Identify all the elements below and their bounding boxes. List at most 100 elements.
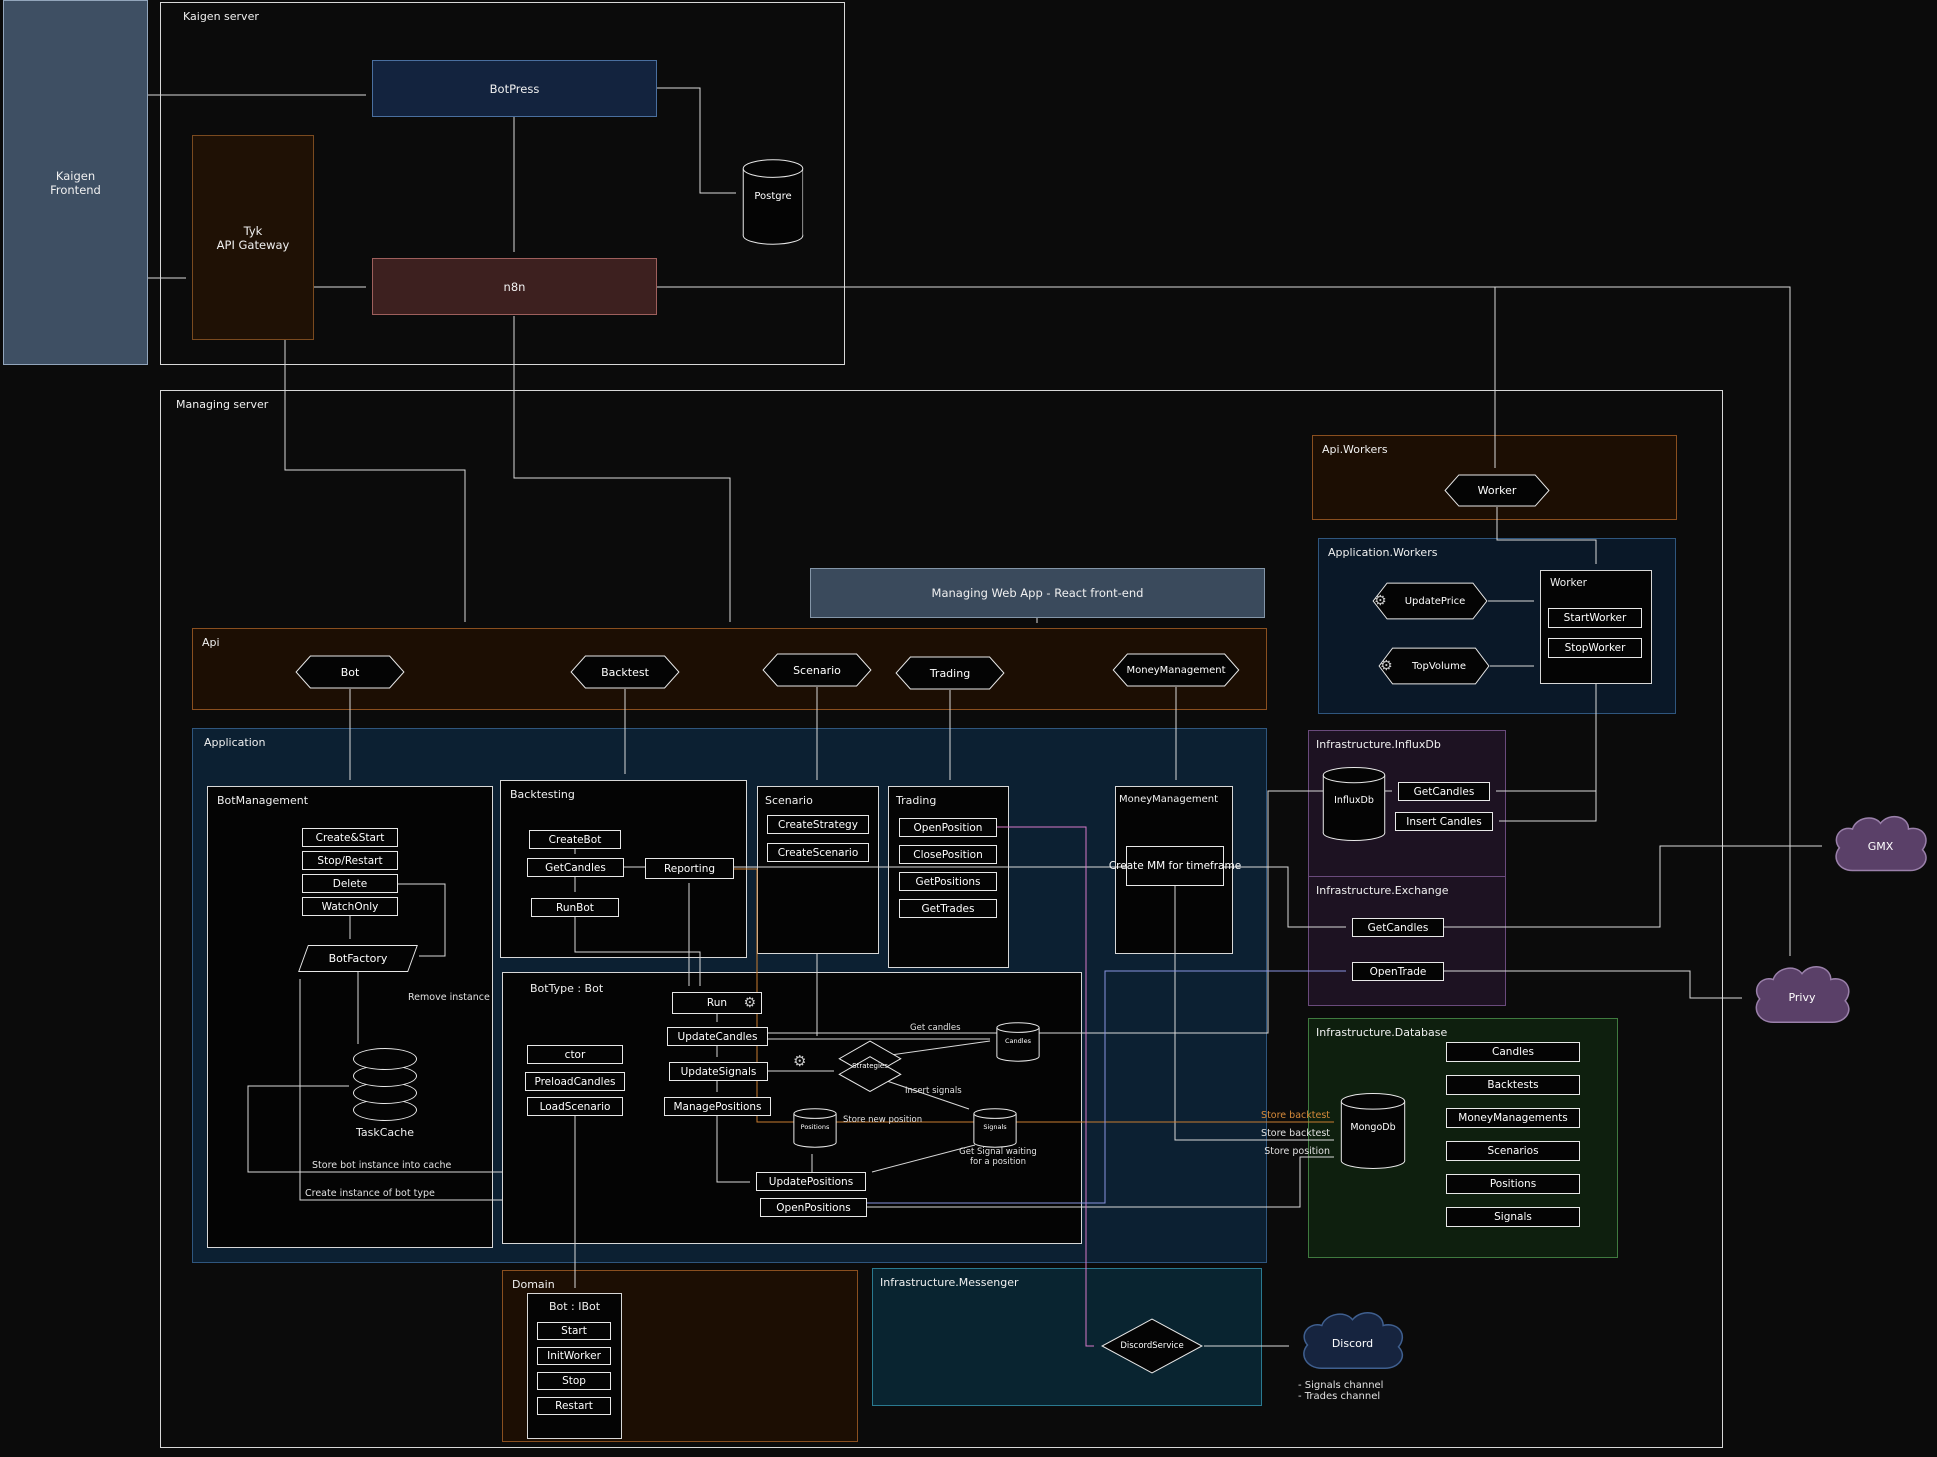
bot-factory-label: BotFactory <box>328 952 388 965</box>
top-volume-label: TopVolume <box>1411 660 1467 672</box>
application-label: Application <box>204 736 266 749</box>
bot-ibot-label: Bot : IBot <box>548 1300 601 1313</box>
kaigen-server-container <box>160 2 845 365</box>
api-scenario-hexagon[interactable]: Scenario <box>762 653 872 687</box>
create-mm-button[interactable]: Create MM for timeframe <box>1109 846 1241 886</box>
privy-label: Privy <box>1788 990 1816 1004</box>
gmx-cloud[interactable]: GMX <box>1828 812 1933 880</box>
create-strategy-button[interactable]: CreateStrategy <box>767 815 869 834</box>
hexagon-shape <box>570 655 680 689</box>
managing-web-app-node[interactable]: Managing Web App - React front-end <box>810 568 1265 618</box>
get-candles-note: Get candles <box>910 1023 961 1033</box>
mongodb-node[interactable]: MongoDb <box>1340 1092 1406 1170</box>
postgre-db-node[interactable]: Postgre <box>742 158 804 246</box>
run-bot-button[interactable]: RunBot <box>531 898 619 917</box>
candles-store-node[interactable]: Candles <box>996 1022 1040 1062</box>
db-positions-button[interactable]: Positions <box>1446 1174 1580 1194</box>
hexagon-shape <box>1444 474 1550 507</box>
infra-database-label: Infrastructure.Database <box>1316 1026 1448 1039</box>
ibot-restart-button[interactable]: Restart <box>537 1397 611 1415</box>
reporting-button[interactable]: Reporting <box>645 858 734 879</box>
ibot-init-worker-button[interactable]: InitWorker <box>537 1347 611 1365</box>
hexagon-shape <box>1372 582 1488 620</box>
api-worker-hexagon[interactable]: Worker <box>1444 474 1550 507</box>
exchange-open-trade-button[interactable]: OpenTrade <box>1352 962 1444 981</box>
strategies-node[interactable]: Strategies <box>838 1040 902 1092</box>
positions-store-label: Positions <box>800 1123 830 1132</box>
ibot-stop-button[interactable]: Stop <box>537 1372 611 1390</box>
open-positions-button[interactable]: OpenPositions <box>760 1198 867 1217</box>
cylinder-shape <box>973 1108 1017 1148</box>
api-moneymanagement-hexagon[interactable]: MoneyManagement <box>1112 653 1240 687</box>
discord-channels-note: - Signals channel - Trades channel <box>1298 1380 1384 1402</box>
infra-messenger-label: Infrastructure.Messenger <box>880 1276 1019 1289</box>
create-start-button[interactable]: Create&Start <box>302 828 398 847</box>
stop-restart-button[interactable]: Stop/Restart <box>302 851 398 870</box>
task-cache-label: TaskCache <box>356 1126 414 1139</box>
influxdb-node[interactable]: InfluxDb <box>1322 766 1386 842</box>
get-signal-note: Get Signal waiting for a position <box>959 1147 1037 1167</box>
api-backtest-label: Backtest <box>601 665 649 679</box>
bot-factory-node[interactable]: BotFactory <box>298 945 418 972</box>
diamond-shape <box>838 1040 902 1092</box>
manage-positions-button[interactable]: ManagePositions <box>664 1097 771 1116</box>
watch-only-button[interactable]: WatchOnly <box>302 897 398 916</box>
signals-store-node[interactable]: Signals <box>973 1108 1017 1148</box>
open-position-button[interactable]: OpenPosition <box>899 818 997 837</box>
exchange-get-candles-button[interactable]: GetCandles <box>1352 918 1444 937</box>
tyk-api-gateway-node[interactable]: Tyk API Gateway <box>192 135 314 340</box>
influxdb-label: InfluxDb <box>1334 794 1374 806</box>
store-backtest-note-2: Store backtest <box>1261 1128 1330 1139</box>
signals-store-label: Signals <box>983 1123 1007 1132</box>
db-scenarios-button[interactable]: Scenarios <box>1446 1141 1580 1161</box>
top-volume-hexagon[interactable]: ⚙ TopVolume <box>1378 647 1490 685</box>
infra-influxdb-label: Infrastructure.InfluxDb <box>1316 738 1441 751</box>
db-moneymanagements-button[interactable]: MoneyManagements <box>1446 1108 1580 1128</box>
candles-store-label: Candles <box>1005 1037 1031 1046</box>
bot-management-label: BotManagement <box>217 794 309 807</box>
db-backtests-button[interactable]: Backtests <box>1446 1075 1580 1095</box>
gear-icon: ⚙ <box>743 995 756 1011</box>
api-backtest-hexagon[interactable]: Backtest <box>570 655 680 689</box>
update-price-hexagon[interactable]: ⚙ UpdatePrice <box>1372 582 1488 620</box>
influx-get-candles-button[interactable]: GetCandles <box>1398 782 1490 801</box>
cylinder-shape <box>1322 766 1386 842</box>
load-scenario-button[interactable]: LoadScenario <box>527 1097 623 1116</box>
api-bot-hexagon[interactable]: Bot <box>295 655 405 689</box>
start-worker-button[interactable]: StartWorker <box>1548 608 1642 628</box>
positions-store-node[interactable]: Positions <box>793 1108 837 1148</box>
botpress-node[interactable]: BotPress <box>372 60 657 117</box>
discord-service-node[interactable]: DiscordService <box>1100 1318 1204 1374</box>
money-management-label: MoneyManagement <box>1119 794 1219 805</box>
db-candles-button[interactable]: Candles <box>1446 1042 1580 1062</box>
run-button[interactable]: Run ⚙ <box>672 992 762 1014</box>
update-signals-button[interactable]: UpdateSignals <box>669 1062 768 1081</box>
get-trades-button[interactable]: GetTrades <box>899 899 997 918</box>
api-trading-hexagon[interactable]: Trading <box>895 656 1005 690</box>
privy-cloud[interactable]: Privy <box>1748 962 1856 1032</box>
update-positions-button[interactable]: UpdatePositions <box>756 1172 866 1191</box>
n8n-node[interactable]: n8n <box>372 258 657 315</box>
backtesting-get-candles-button[interactable]: GetCandles <box>527 858 624 877</box>
update-candles-button[interactable]: UpdateCandles <box>667 1027 768 1046</box>
api-label: Api <box>202 636 220 649</box>
store-cache-note: Store bot instance into cache <box>312 1160 452 1171</box>
trading-label: Trading <box>896 794 937 807</box>
ctor-button[interactable]: ctor <box>527 1045 623 1064</box>
ibot-start-button[interactable]: Start <box>537 1322 611 1340</box>
stop-worker-button[interactable]: StopWorker <box>1548 638 1642 658</box>
api-bot-label: Bot <box>340 665 360 679</box>
close-position-button[interactable]: ClosePosition <box>899 845 997 864</box>
create-bot-button[interactable]: CreateBot <box>529 830 621 849</box>
db-signals-button[interactable]: Signals <box>1446 1207 1580 1227</box>
run-label: Run <box>706 997 728 1009</box>
preload-candles-button[interactable]: PreloadCandles <box>525 1072 625 1091</box>
discord-cloud[interactable]: Discord <box>1295 1308 1410 1378</box>
postgre-label: Postgre <box>754 191 792 203</box>
kaigen-frontend-node[interactable]: Kaigen Frontend <box>3 0 148 365</box>
create-scenario-button[interactable]: CreateScenario <box>767 843 869 862</box>
influx-insert-candles-button[interactable]: Insert Candles <box>1395 812 1493 831</box>
get-positions-button[interactable]: GetPositions <box>899 872 997 891</box>
delete-button[interactable]: Delete <box>302 874 398 893</box>
discord-label: Discord <box>1331 1336 1374 1350</box>
